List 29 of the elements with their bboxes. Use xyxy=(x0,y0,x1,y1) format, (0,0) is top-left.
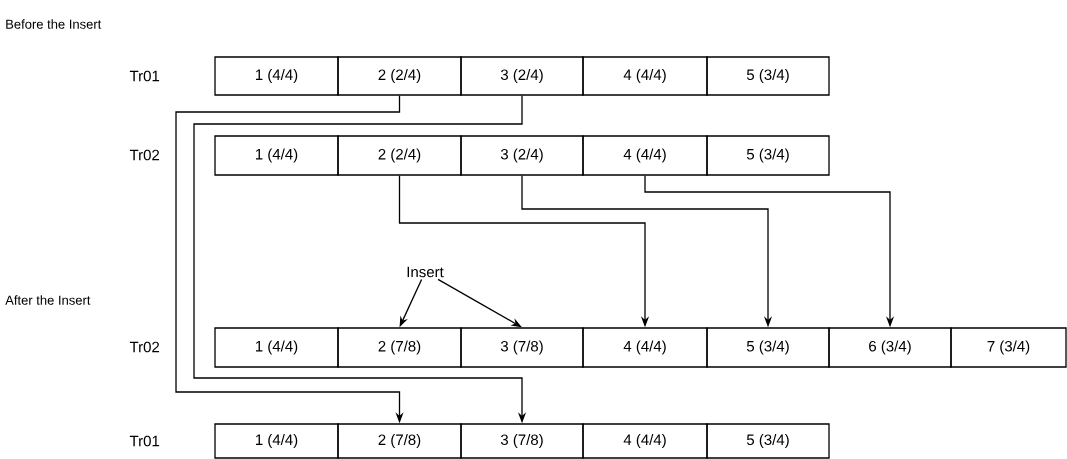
table-cell: 4 (4/4) xyxy=(582,423,708,459)
table-cell: 1 (4/4) xyxy=(214,56,339,96)
table-cell: 1 (4/4) xyxy=(214,327,339,368)
table-cell: 5 (3/4) xyxy=(706,423,830,459)
section-heading: Before the Insert xyxy=(6,19,102,29)
table-cell: 7 (3/4) xyxy=(950,327,1067,368)
table-cell: 5 (3/4) xyxy=(706,135,830,176)
table-cell: 5 (3/4) xyxy=(706,56,830,96)
table-cell: 4 (4/4) xyxy=(582,56,708,96)
table-cell: 1 (4/4) xyxy=(214,135,339,176)
table-cell: 2 (2/4) xyxy=(337,135,462,176)
table-cell: 2 (7/8) xyxy=(337,327,462,368)
table-cell: 4 (4/4) xyxy=(582,135,708,176)
table-cell: 4 (4/4) xyxy=(582,327,708,368)
row-label: Tr01 xyxy=(129,435,160,447)
table-cell: 3 (2/4) xyxy=(460,135,584,176)
table-cell: 1 (4/4) xyxy=(214,423,339,459)
table-cell: 6 (3/4) xyxy=(828,327,952,368)
row-label: Tr02 xyxy=(129,149,160,161)
table-cell: 2 (7/8) xyxy=(337,423,462,459)
table-cell: 3 (7/8) xyxy=(460,327,584,368)
row-label: Tr01 xyxy=(129,70,160,82)
table-cell: 5 (3/4) xyxy=(706,327,830,368)
row-label: Tr02 xyxy=(129,341,160,353)
callout-text: Insert xyxy=(407,266,444,278)
table-cell: 3 (2/4) xyxy=(460,56,584,96)
table-cell: 3 (7/8) xyxy=(460,423,584,459)
table-cell: 2 (2/4) xyxy=(337,56,462,96)
section-heading: After the Insert xyxy=(5,295,91,305)
